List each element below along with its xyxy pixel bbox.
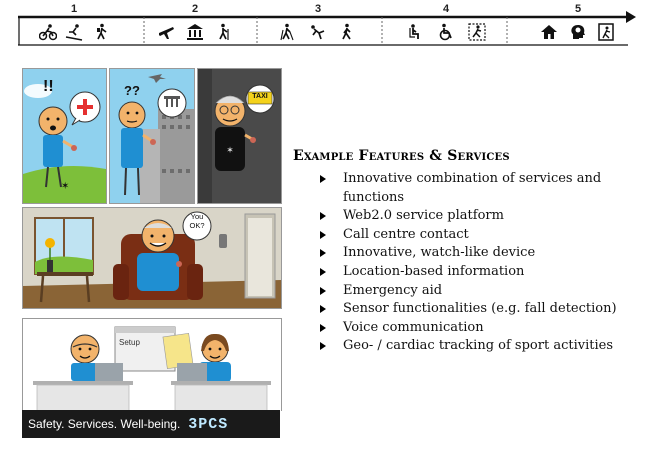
svg-text:??: ?? bbox=[124, 83, 140, 98]
feature-item: Location-based information bbox=[317, 263, 617, 282]
hiker-icon bbox=[97, 23, 107, 40]
scene-tourist-city: ?? bbox=[109, 68, 195, 204]
wheelchair-icon bbox=[439, 23, 452, 41]
feature-item: Geo- / cardiac tracking of sport activit… bbox=[317, 337, 617, 356]
airplane-icon bbox=[159, 27, 174, 39]
feature-item: Web2.0 service platform bbox=[317, 207, 617, 226]
features-list: Innovative combination of services and f… bbox=[317, 170, 617, 356]
feature-item: Sensor functionalities (e.g. fall detect… bbox=[317, 300, 617, 319]
svg-text:!!: !! bbox=[43, 78, 54, 95]
timeline-step-5: 5 bbox=[574, 3, 582, 15]
skier-icon bbox=[65, 24, 83, 41]
slogan-text: Safety. Services. Well-being. bbox=[28, 417, 181, 431]
feature-item: Emergency aid bbox=[317, 282, 617, 301]
scene-elderly-home: You OK? bbox=[22, 207, 282, 309]
timeline-step-3: 3 bbox=[314, 3, 322, 15]
timeline-step-2: 2 bbox=[191, 3, 199, 15]
house-icon bbox=[541, 25, 557, 39]
slogan-bar: Safety. Services. Well-being. 3PCS bbox=[22, 410, 280, 438]
taxi-sign-label: TAXI bbox=[252, 93, 268, 100]
museum-icon bbox=[187, 24, 203, 40]
exit-door-icon bbox=[598, 23, 614, 41]
walker-with-pole-icon bbox=[219, 23, 229, 40]
emergency-exit-icon bbox=[468, 23, 486, 41]
feature-item: Call centre contact bbox=[317, 226, 617, 245]
walking-person-icon bbox=[342, 23, 351, 40]
brand-logo: 3PCS bbox=[188, 415, 229, 433]
timeline-step-4: 4 bbox=[442, 3, 450, 15]
speech-bubble-you-ok: You OK? bbox=[189, 212, 205, 230]
features-heading: Example Features & Services bbox=[293, 148, 510, 164]
head-profile-icon bbox=[571, 25, 585, 39]
seated-person-icon bbox=[409, 24, 419, 39]
timeline: 1 2 3 4 5 bbox=[0, 0, 650, 52]
svg-text:✶: ✶ bbox=[226, 146, 234, 156]
scene-injured-outdoors: !! ✶ bbox=[22, 68, 107, 204]
nordic-walker-icon bbox=[280, 23, 294, 41]
cyclist-icon bbox=[39, 24, 57, 41]
feature-item: Voice communication bbox=[317, 319, 617, 338]
scene-call-centre: Setup bbox=[22, 318, 282, 411]
feature-item: Innovative, watch-like device bbox=[317, 244, 617, 263]
scene-taxi-request: ✶ TAXI bbox=[197, 68, 282, 204]
feature-item: Innovative combination of services and f… bbox=[317, 170, 617, 207]
timeline-axis bbox=[18, 11, 636, 46]
timeline-step-1: 1 bbox=[70, 3, 78, 15]
svg-text:✶: ✶ bbox=[61, 181, 69, 192]
falling-person-icon bbox=[311, 25, 325, 40]
setup-window-label: Setup bbox=[119, 338, 140, 347]
